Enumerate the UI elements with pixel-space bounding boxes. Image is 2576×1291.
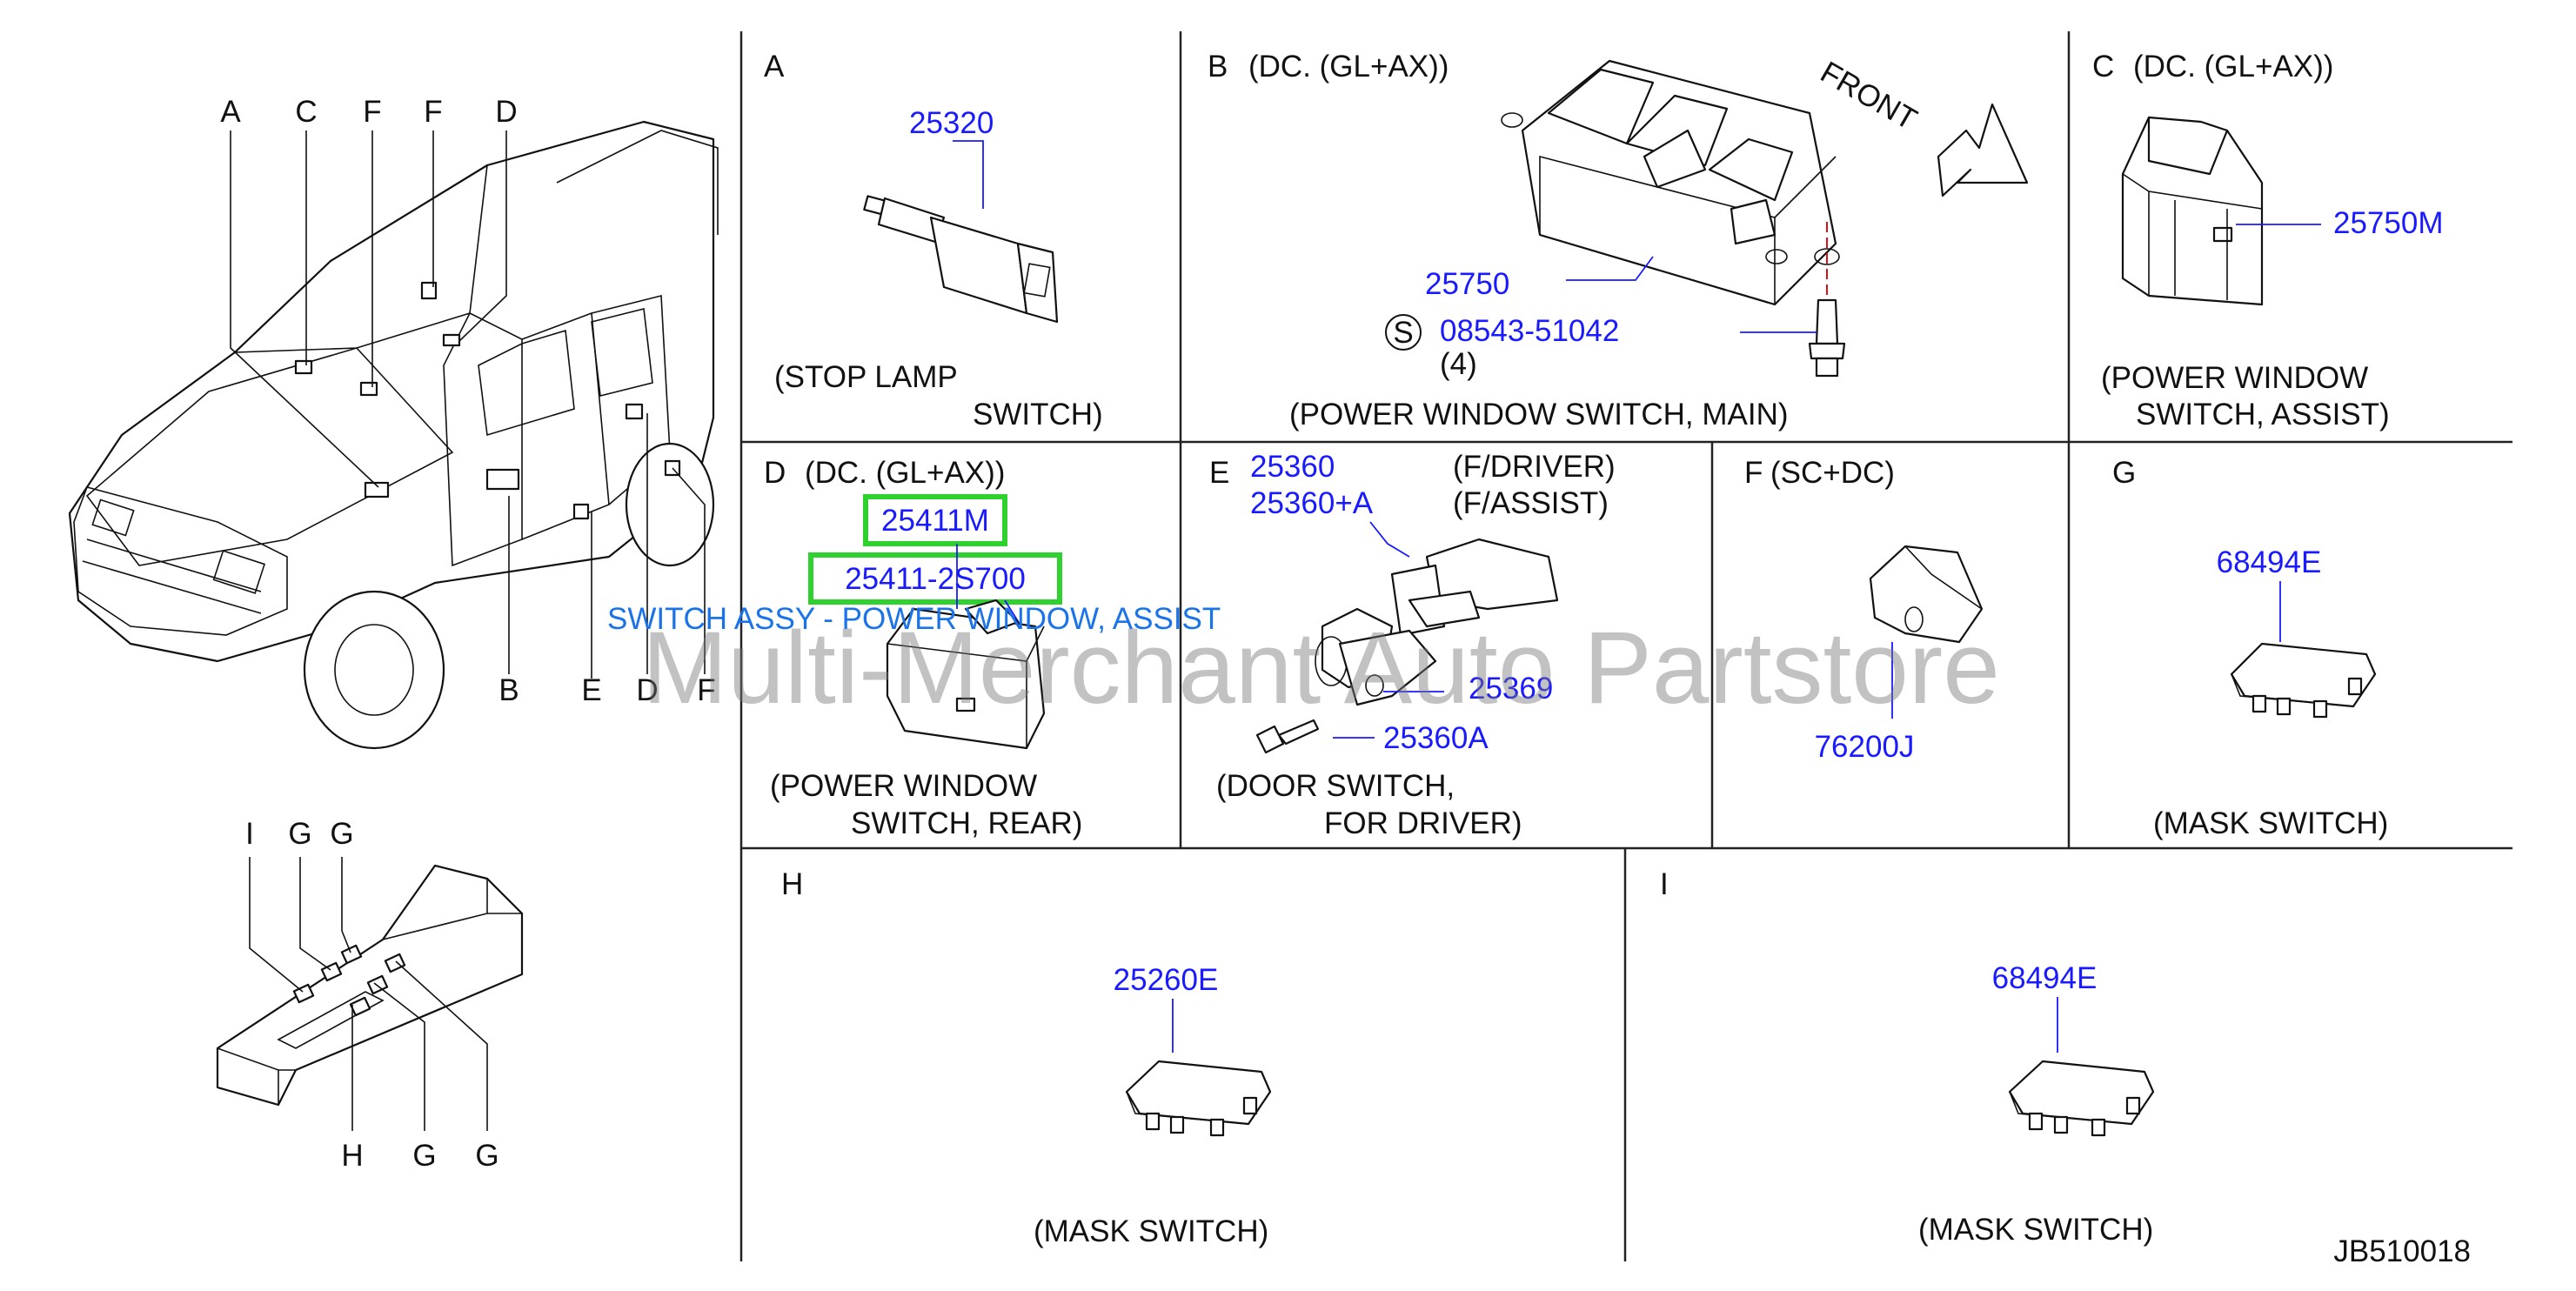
section-i-name-line1: (MASK SWITCH) bbox=[1918, 1213, 2153, 1247]
section-d: D (DC. (GL+AX)) 25411M 25411-2S700 (POWE… bbox=[764, 456, 1082, 840]
section-d-spec: (DC. (GL+AX)) bbox=[805, 456, 1005, 490]
section-a-name-line2: SWITCH) bbox=[973, 398, 1103, 431]
vehicle-callout-f3: F bbox=[697, 673, 715, 707]
section-f-spec: (SC+DC) bbox=[1770, 456, 1895, 490]
console-callout-i: I bbox=[245, 817, 254, 851]
main-switch-drawing bbox=[1501, 59, 1840, 306]
assist-switch-drawing bbox=[2121, 116, 2264, 306]
section-b-part[interactable]: 25750 bbox=[1425, 267, 1509, 301]
console-callout-g4: G bbox=[475, 1139, 498, 1173]
console-callouts: I G G H G G bbox=[245, 817, 498, 1173]
section-b-spec: (DC. (GL+AX)) bbox=[1248, 50, 1449, 84]
door-switch-drawing bbox=[1315, 538, 1559, 706]
section-b-name-line1: (POWER WINDOW SWITCH, MAIN) bbox=[1289, 398, 1789, 431]
diagram-code: JB510018 bbox=[2333, 1234, 2471, 1268]
section-f-letter: F bbox=[1744, 456, 1763, 490]
section-c: C (DC. (GL+AX)) 25750M (POWER WINDOW SWI… bbox=[2092, 50, 2443, 431]
vehicle-callout-f: F bbox=[363, 95, 381, 129]
highlight-box-2 bbox=[808, 552, 1062, 605]
vehicle-callout-a: A bbox=[220, 95, 241, 129]
section-a-part[interactable]: 25320 bbox=[909, 106, 994, 140]
front-label: FRONT bbox=[1815, 55, 1923, 137]
section-i-letter: I bbox=[1660, 867, 1669, 901]
section-d-part-1[interactable]: 25411M bbox=[881, 504, 989, 538]
screw-part[interactable]: 08543-51042 bbox=[1440, 314, 1619, 348]
vehicle-callout-d2: D bbox=[636, 673, 658, 707]
section-d-name-line1: (POWER WINDOW bbox=[770, 769, 1037, 803]
section-d-name-line2: SWITCH, REAR) bbox=[851, 806, 1082, 840]
section-h: H 25260E (MASK SWITCH) bbox=[781, 867, 1272, 1248]
vehicle-callout-b: B bbox=[498, 673, 519, 707]
section-d-part-2[interactable]: 25411-2S700 bbox=[845, 562, 1026, 596]
highlight-box-1 bbox=[863, 494, 1007, 546]
section-h-letter: H bbox=[781, 867, 803, 901]
vehicle-callout-f2: F bbox=[424, 95, 442, 129]
section-e-part-3[interactable]: 25369 bbox=[1469, 672, 1553, 706]
section-a: A 25320 (STOP LAMP SWITCH) bbox=[764, 50, 1103, 431]
console-callout-g: G bbox=[288, 817, 311, 851]
section-f: F (SC+DC) 76200J bbox=[1744, 456, 1984, 764]
section-h-part[interactable]: 25260E bbox=[1114, 963, 1219, 997]
section-c-part[interactable]: 25750M bbox=[2333, 206, 2443, 240]
section-d-letter: D bbox=[764, 456, 786, 490]
console-callout-h: H bbox=[341, 1139, 363, 1173]
screw-drawing bbox=[1808, 298, 1846, 378]
stop-lamp-switch-drawing bbox=[863, 195, 1059, 324]
section-e-part-2-note: (F/ASSIST) bbox=[1453, 486, 1609, 520]
mask-switch-i-drawing bbox=[2008, 1060, 2155, 1137]
section-e-part-2[interactable]: 25360+A bbox=[1250, 486, 1374, 520]
section-e: E 25360 (F/DRIVER) 25360+A (F/ASSIST) 25… bbox=[1209, 450, 1616, 840]
screw-qty: (4) bbox=[1440, 347, 1477, 381]
console-callout-g2: G bbox=[330, 817, 353, 851]
section-a-letter: A bbox=[764, 50, 785, 84]
section-i: I 68494E (MASK SWITCH) bbox=[1660, 867, 2155, 1247]
section-c-name-line2: SWITCH, ASSIST) bbox=[2136, 398, 2390, 431]
section-e-part-1-note: (F/DRIVER) bbox=[1453, 450, 1616, 484]
vehicle-callout-d: D bbox=[495, 95, 517, 129]
panel-grid bbox=[739, 31, 2512, 1261]
watermark: Multi-Merchant Auto Partstore bbox=[642, 611, 2000, 726]
section-e-part-4[interactable]: 25360A bbox=[1383, 721, 1489, 755]
vehicle-illustration bbox=[68, 120, 719, 750]
section-c-name-line1: (POWER WINDOW bbox=[2101, 361, 2368, 395]
section-h-name-line1: (MASK SWITCH) bbox=[1034, 1214, 1268, 1248]
section-c-spec: (DC. (GL+AX)) bbox=[2133, 50, 2333, 84]
console-leaders bbox=[249, 857, 488, 1131]
part-tooltip: SWITCH ASSY - POWER WINDOW, ASSIST bbox=[607, 602, 1221, 636]
section-b-letter: B bbox=[1208, 50, 1228, 84]
section-g: G 68494E (MASK SWITCH) bbox=[2112, 456, 2388, 840]
screw-symbol: S bbox=[1393, 316, 1413, 350]
section-e-name-line2: FOR DRIVER) bbox=[1324, 806, 1522, 840]
console-callout-g3: G bbox=[412, 1139, 436, 1173]
section-a-name-line1: (STOP LAMP bbox=[774, 360, 958, 394]
section-c-letter: C bbox=[2092, 50, 2114, 84]
mask-switch-g-drawing bbox=[2230, 642, 2377, 719]
mask-switch-h-drawing bbox=[1125, 1060, 1272, 1137]
section-f-part[interactable]: 76200J bbox=[1815, 730, 1915, 764]
bump-stop-drawing bbox=[1869, 545, 1984, 644]
front-arrow-icon bbox=[1937, 103, 2029, 197]
section-g-letter: G bbox=[2112, 456, 2136, 490]
section-g-name-line1: (MASK SWITCH) bbox=[2153, 806, 2388, 840]
section-e-name-line1: (DOOR SWITCH, bbox=[1216, 769, 1455, 803]
vehicle-callouts: A C F F D B E D F bbox=[220, 95, 715, 707]
section-e-letter: E bbox=[1209, 456, 1229, 490]
vehicle-leaders bbox=[230, 130, 706, 679]
door-screw-drawing bbox=[1255, 719, 1320, 754]
vehicle-callout-c: C bbox=[295, 95, 317, 129]
section-g-part[interactable]: 68494E bbox=[2217, 545, 2322, 579]
section-e-part-1[interactable]: 25360 bbox=[1250, 450, 1335, 484]
vehicle-callout-e: E bbox=[581, 673, 601, 707]
section-b: B (DC. (GL+AX)) FRONT 25750 S 08543-5104 bbox=[1208, 50, 2029, 431]
rear-switch-drawing bbox=[886, 599, 1046, 750]
console-illustration bbox=[216, 864, 524, 1107]
section-i-part[interactable]: 68494E bbox=[1992, 961, 2098, 995]
